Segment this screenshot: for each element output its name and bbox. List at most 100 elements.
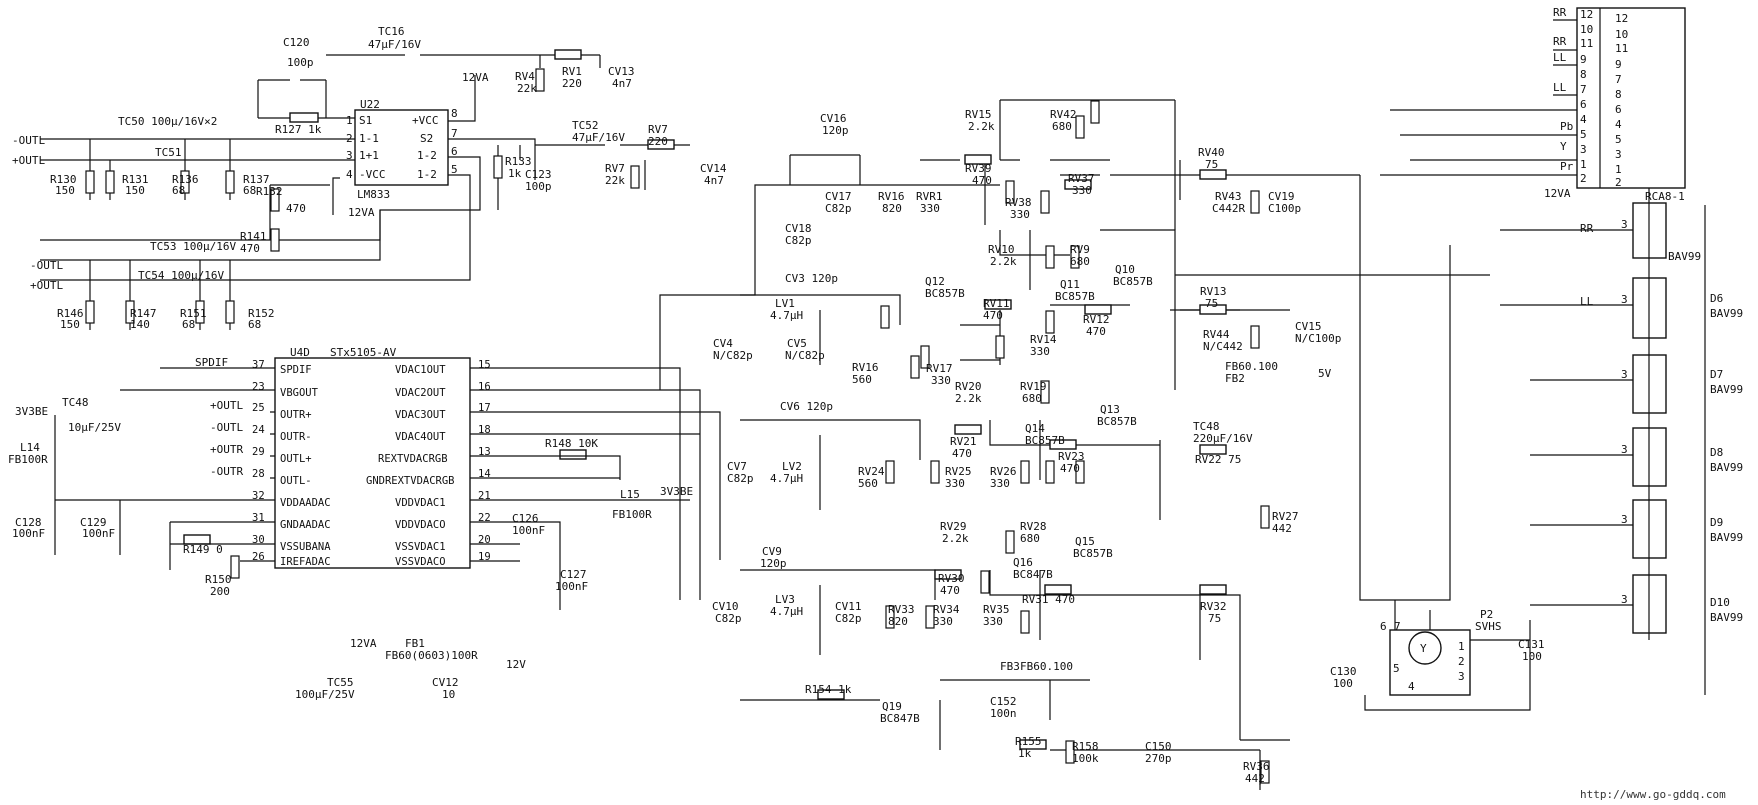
svg-text:1: 1 (1615, 163, 1622, 176)
label-tc16v: 47μF/16V (368, 38, 421, 51)
svg-text:4: 4 (1615, 118, 1622, 131)
svg-text:5: 5 (451, 163, 458, 176)
label-cv14v: 4n7 (704, 174, 724, 187)
label-rv13v: 75 (1205, 297, 1218, 310)
label-tc48b: TC48 (1193, 420, 1220, 433)
label-c127v: 100nF (555, 580, 588, 593)
label-rv32v: 75 (1208, 612, 1221, 625)
svg-text:7: 7 (1580, 83, 1587, 96)
svg-text:3: 3 (1458, 670, 1465, 683)
svg-text:VDAC3OUT: VDAC3OUT (395, 409, 446, 421)
label-tc48av: 10μF/25V (68, 421, 121, 434)
label-rv14: RV14 (1030, 333, 1057, 346)
svg-text:22: 22 (478, 512, 491, 524)
svg-text:+OUTL: +OUTL (30, 279, 63, 292)
svg-text:RR: RR (1553, 35, 1567, 48)
svg-text:3: 3 (1621, 443, 1628, 456)
u22-opamp: U22 LM833 S1 1-1 1+1 -VCC +VCC S2 1-2 1-… (346, 98, 458, 201)
label-cv14: CV14 (700, 162, 727, 175)
svg-text:26: 26 (252, 551, 265, 563)
label-q19v: BC847B (880, 712, 920, 725)
svg-text:Y: Y (1420, 642, 1427, 655)
svg-text:2: 2 (1580, 172, 1587, 185)
svg-text:12: 12 (1580, 8, 1593, 21)
label-rv24v: 560 (858, 477, 878, 490)
label-cv19v: C100p (1268, 202, 1301, 215)
label-cv17v: C82p (825, 202, 852, 215)
svg-text:Y: Y (1560, 140, 1567, 153)
label-rv38: RV38 (1005, 196, 1032, 209)
label-r151v: 68 (182, 318, 195, 331)
label-cv9v: 120p (760, 557, 787, 570)
label-cv10: CV10 (712, 600, 739, 613)
label-q11v: BC857B (1055, 290, 1095, 303)
label-rv31: RV31 470 (1022, 593, 1075, 606)
label-rv29: RV29 (940, 520, 967, 533)
label-rv26: RV26 (990, 465, 1017, 478)
label-cv12v: 10 (442, 688, 455, 701)
svg-text:8: 8 (451, 107, 458, 120)
label-q10: Q10 (1115, 263, 1135, 276)
u4d-external: SPDIF +OUTL -OUTL +OUTR -OUTR (195, 356, 243, 478)
svg-text:1-2: 1-2 (417, 168, 437, 181)
label-rv15v: 2.2k (968, 120, 995, 133)
label-rv11: RV11 (983, 297, 1010, 310)
label-rv23: RV23 (1058, 450, 1085, 463)
label-rv36v: 442 (1245, 772, 1265, 785)
svg-text:32: 32 (252, 490, 265, 502)
svg-text:6: 6 (1580, 98, 1587, 111)
label-rv22: RV22 75 (1195, 453, 1241, 466)
svg-text:VSSUBANA: VSSUBANA (280, 541, 331, 553)
label-p2: P2 (1480, 608, 1493, 621)
label-l15v: FB100R (612, 508, 652, 521)
label-r132v: 470 (286, 202, 306, 215)
svg-text:3: 3 (1621, 293, 1628, 306)
label-r146v: 150 (60, 318, 80, 331)
label-d9: D9 (1710, 516, 1723, 529)
label-rv39: RV39 (965, 162, 992, 175)
label-r137v: 68 (243, 184, 256, 197)
label-rv16v: 820 (882, 202, 902, 215)
label-cv15v: N/C100p (1295, 332, 1341, 345)
label-cv13: CV13 (608, 65, 635, 78)
svg-text:12: 12 (1615, 12, 1628, 25)
label-r146: R146 (57, 307, 84, 320)
svg-text:+VCC: +VCC (412, 114, 439, 127)
label-rv30v: 470 (940, 584, 960, 597)
label-rv12v: 470 (1086, 325, 1106, 338)
label-c152: C152 (990, 695, 1017, 708)
bav99-diodes: 3 3 3 3 3 3 (1500, 188, 1706, 695)
label-rv20: RV20 (955, 380, 982, 393)
label-rv13: RV13 (1200, 285, 1227, 298)
svg-text:11: 11 (1580, 37, 1593, 50)
svg-text:6: 6 (1380, 620, 1387, 633)
svg-text:OUTL+: OUTL+ (280, 453, 312, 465)
label-r150: R150 (205, 573, 232, 586)
svg-text:21: 21 (478, 490, 491, 502)
svg-text:28: 28 (252, 468, 265, 480)
svg-text:S1: S1 (359, 114, 372, 127)
svg-text:-OUTL: -OUTL (210, 421, 243, 434)
label-rv4: RV4 (515, 70, 535, 83)
svg-text:+OUTL: +OUTL (12, 154, 45, 167)
svg-text:3: 3 (1621, 593, 1628, 606)
svg-text:10: 10 (1615, 28, 1628, 41)
svg-text:3V3BE: 3V3BE (15, 405, 48, 418)
label-c126: C126 (512, 512, 539, 525)
label-rv36: RV36 (1243, 760, 1270, 773)
label-q16: Q16 (1013, 556, 1033, 569)
label-rv28: RV28 (1020, 520, 1047, 533)
label-rv32: RV32 (1200, 600, 1227, 613)
svg-text:20: 20 (478, 534, 491, 546)
label-q15v: BC857B (1073, 547, 1113, 560)
label-r158v: 100k (1072, 752, 1099, 765)
label-fb3: FB3 (1000, 660, 1020, 673)
svg-text:9: 9 (1580, 53, 1587, 66)
label-r131: R131 (122, 173, 149, 186)
label-fb1v: FB60(0603)100R (385, 649, 478, 662)
svg-text:STx5105-AV: STx5105-AV (330, 346, 397, 359)
label-r151: R151 (180, 307, 207, 320)
label-cv18v: C82p (785, 234, 812, 247)
label-rv40: RV40 (1198, 146, 1225, 159)
